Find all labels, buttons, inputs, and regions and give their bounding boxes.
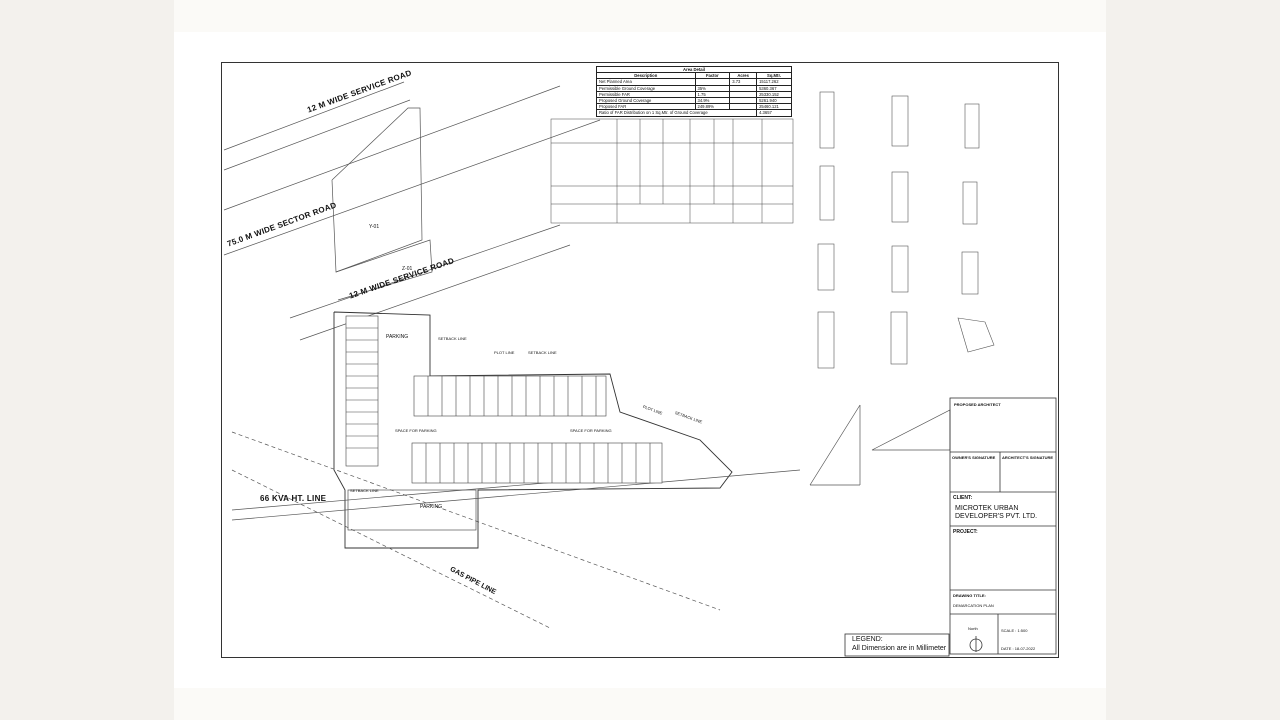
service-road-mid-edge-1 (289, 224, 561, 319)
legend-title: LEGEND: (852, 636, 883, 643)
scale-label: SCALE : 1:500 (1001, 628, 1028, 633)
parking-strip-label: PARKING (420, 504, 443, 510)
setback-line-label: SETBACK LINE (438, 336, 467, 341)
service-road-top-edge-2 (223, 99, 411, 171)
plot-z01-outline (335, 239, 433, 301)
setback-line-label-4: SETBACK LINE (350, 488, 379, 493)
main-plot-outline (333, 311, 733, 549)
parking-label: PARKING (386, 334, 409, 340)
plot-line-label: PLOT LINE (494, 350, 515, 355)
drawing-title-label: DRAWING TITLE: (953, 593, 986, 598)
ht-line-2 (231, 469, 801, 521)
proposed-architect-label: PROPOSED ARCHITECT (954, 402, 1001, 407)
date-label: DATE : 18-07-2022 (1001, 646, 1036, 651)
plot-z01-label: Z-01 (402, 266, 413, 272)
setback-line-label-2: SETBACK LINE (528, 350, 557, 355)
parking-strip (347, 489, 477, 531)
service-road-top-edge-1 (223, 81, 405, 151)
sector-road-edge-2 (223, 119, 601, 256)
scan-margin-top (174, 0, 1106, 32)
scan-margin-bottom (174, 688, 1106, 720)
legend-box (844, 633, 950, 657)
client-name: MICROTEK URBAN DEVELOPER'S PVT. LTD. (955, 505, 1038, 520)
architects-signature-label: ARCHITECT'S SIGNATURE (1002, 455, 1054, 460)
plot-y01-outline (331, 107, 423, 273)
owners-signature-label: OWNER'S SIGNATURE (952, 455, 996, 460)
drawing-title: DEMARCATION PLAN (953, 603, 994, 608)
area-detail-table: Area Detail Description Factor Acres Sq.… (595, 65, 792, 117)
plot-y01-label: Y-01 (369, 224, 380, 230)
ht-line-1 (231, 479, 581, 511)
project-label: PROJECT: (953, 529, 978, 535)
unit-row-lower (411, 442, 663, 484)
unit-column-left (345, 315, 379, 467)
kva-line-label: 66 KVA HT. LINE (260, 494, 327, 503)
client-label: CLIENT: (953, 495, 973, 501)
side-sketch-triangle (871, 409, 951, 451)
unit-row-upper (413, 375, 607, 417)
legend-text: All Dimension are in Millimeter (852, 645, 947, 652)
space-for-parking-left: SPACE FOR PARKING (395, 428, 437, 433)
table-row: Ratio of FAR Distribution on 1 Sq.Mtr. o… (595, 109, 792, 117)
service-road-mid-edge-2 (299, 244, 571, 341)
gas-pipe-line-1 (231, 469, 551, 629)
north-label: North (968, 626, 978, 631)
space-for-parking-right: SPACE FOR PARKING (570, 428, 612, 433)
side-sketch-line (809, 404, 861, 486)
drawing-frame (221, 62, 1059, 658)
unit-type-sketches (817, 91, 995, 369)
sector-road-edge-1 (223, 85, 561, 211)
